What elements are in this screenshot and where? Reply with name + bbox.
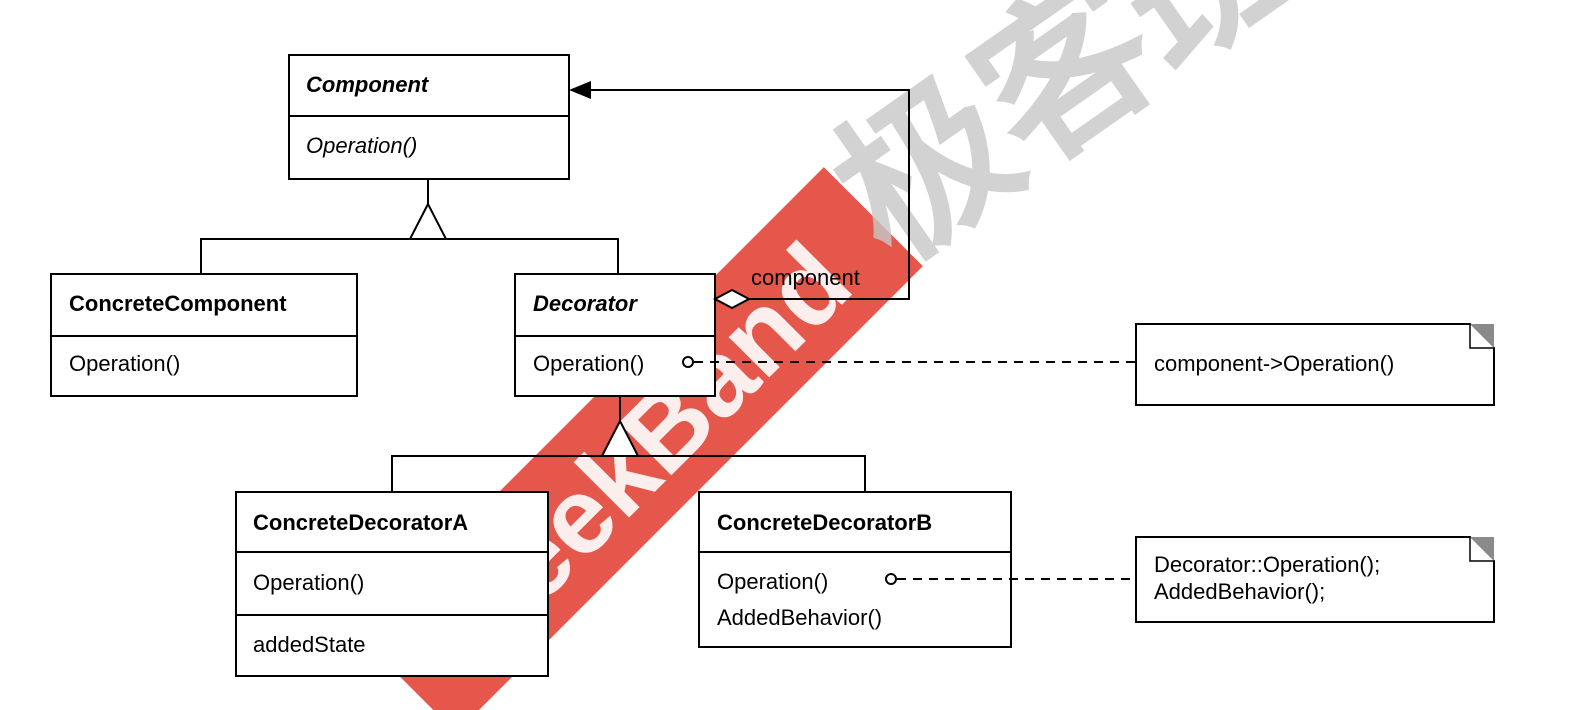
note-decorator-anchor	[682, 356, 694, 368]
note-concrete-decorator-b-anchor	[885, 573, 897, 585]
aggregation-arrowhead	[569, 81, 591, 99]
concrete-decorator-a-name: ConcreteDecoratorA	[253, 510, 468, 535]
inheritance-component-triangle	[408, 201, 448, 240]
note-concrete-decorator-b-line-2: AddedBehavior();	[1154, 579, 1325, 604]
note-decorator-box	[1135, 323, 1495, 406]
concrete-decorator-b-added-behavior: AddedBehavior()	[717, 605, 882, 630]
class-decorator: Decorator Operation()	[514, 273, 716, 397]
concrete-decorator-b-operation: Operation()	[717, 569, 828, 594]
inheritance-decorator-branches	[391, 455, 866, 492]
aggregation-decorator-component: component	[569, 81, 910, 310]
note-decorator-text: component->Operation()	[1154, 351, 1394, 376]
note-decorator: component->Operation()	[682, 323, 1495, 406]
note-decorator-fold	[1469, 324, 1494, 349]
decorator-name: Decorator	[533, 291, 638, 316]
inheritance-component-branches	[200, 238, 619, 274]
concrete-decorator-b-name: ConcreteDecoratorB	[717, 510, 932, 535]
aggregation-line	[588, 89, 910, 300]
concrete-component-name: ConcreteComponent	[69, 291, 287, 316]
decorator-operation: Operation()	[533, 351, 644, 376]
component-name: Component	[306, 72, 430, 97]
note-concrete-decorator-b: Decorator::Operation(); AddedBehavior();	[885, 536, 1495, 623]
inheritance-decorator	[391, 396, 866, 492]
class-concrete-decorator-b: ConcreteDecoratorB Operation() AddedBeha…	[698, 491, 1012, 648]
class-component: Component Operation()	[288, 54, 570, 180]
aggregation-role-label: component	[751, 265, 860, 290]
aggregation-diamond	[712, 288, 752, 310]
class-concrete-component: ConcreteComponent Operation()	[50, 273, 358, 397]
class-concrete-decorator-a: ConcreteDecoratorA Operation() addedStat…	[235, 491, 549, 677]
inheritance-component	[200, 179, 619, 274]
note-concrete-decorator-b-box	[1135, 536, 1495, 623]
concrete-decorator-a-operation: Operation()	[253, 570, 364, 595]
inheritance-decorator-triangle	[600, 418, 640, 457]
concrete-component-operation: Operation()	[69, 351, 180, 376]
concrete-decorator-b-box	[698, 491, 1012, 648]
note-concrete-decorator-b-line-1: Decorator::Operation();	[1154, 552, 1380, 577]
concrete-decorator-a-box	[235, 491, 549, 677]
component-operation: Operation()	[306, 133, 417, 158]
concrete-decorator-a-attribute: addedState	[253, 632, 366, 657]
note-concrete-decorator-b-fold	[1469, 537, 1494, 562]
watermark-right-text: 极客班	[801, 0, 1332, 300]
